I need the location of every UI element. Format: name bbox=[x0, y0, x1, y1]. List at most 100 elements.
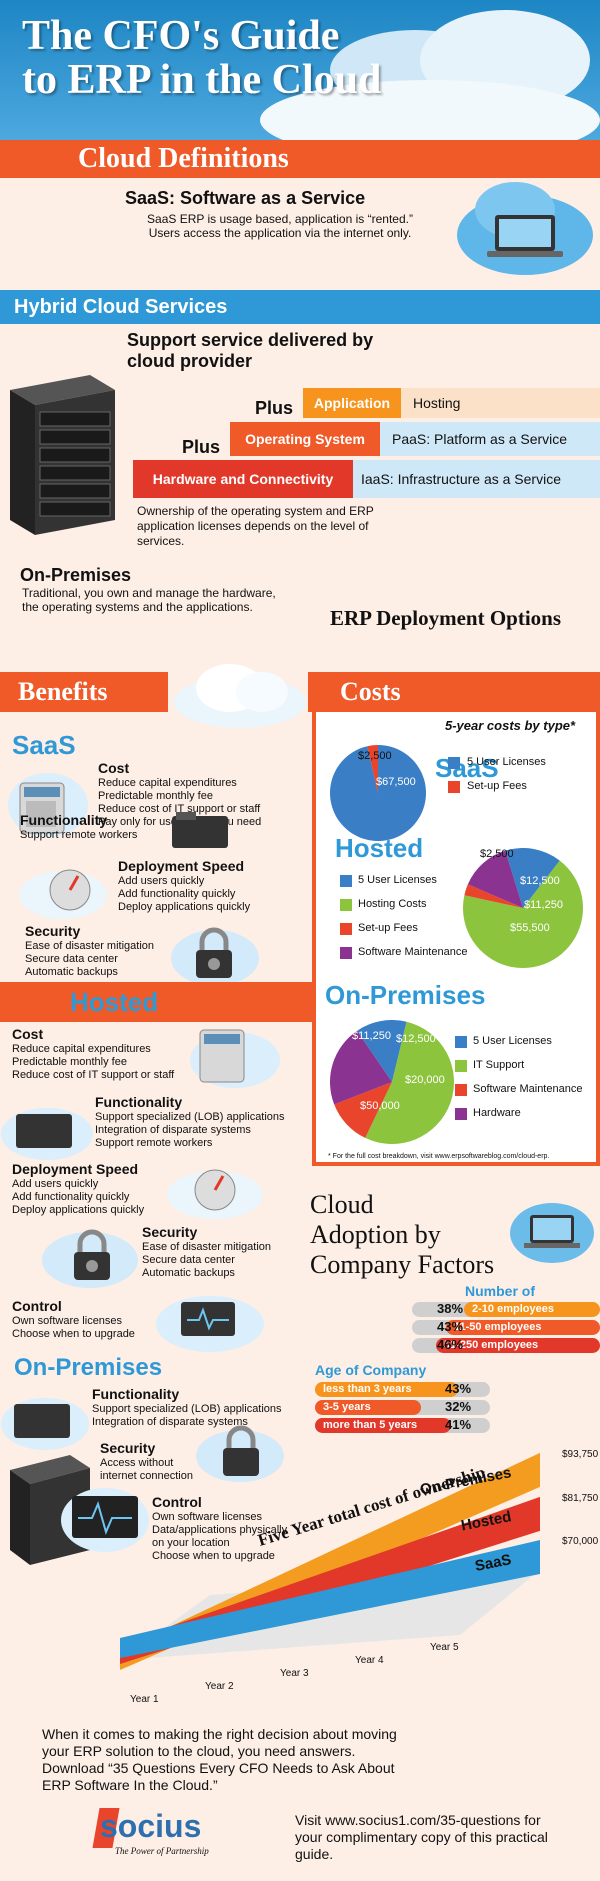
saas-security-items: Ease of disaster mitigation Secure data … bbox=[25, 940, 155, 978]
folder-icon bbox=[0, 1100, 95, 1160]
bar-percent: 46% bbox=[437, 1337, 464, 1352]
onprem-pie-label-licenses: $12,500 bbox=[396, 1033, 436, 1045]
tco-value-label: $70,000 bbox=[562, 1536, 599, 1547]
deployment-title: ERP Deployment Options bbox=[330, 606, 562, 630]
onprem-control-title: Control bbox=[152, 1494, 202, 1510]
saas-pie-label-licenses: $67,500 bbox=[376, 776, 416, 788]
bar-fill: 51-250 employees bbox=[436, 1338, 600, 1353]
costs-saas-title: SaaS bbox=[435, 753, 499, 783]
bar-fill: 2-10 employees bbox=[464, 1302, 600, 1317]
pie-slice-hosting-costs bbox=[463, 860, 583, 968]
socius-tagline: The Power of Partnership bbox=[115, 1846, 209, 1856]
saas-speed-items: Add users quickly Add functionality quic… bbox=[118, 875, 251, 913]
server-monitor-icon bbox=[0, 1440, 150, 1570]
tco-series-label: SaaS bbox=[473, 1551, 512, 1575]
hosted-legend-label: Software Maintenance bbox=[358, 946, 468, 958]
hosted-pie-label-setup: $2,500 bbox=[480, 848, 514, 860]
plus-label-1: Plus bbox=[255, 398, 294, 418]
saas-speed-title: Deployment Speed bbox=[118, 858, 245, 874]
onprem-func-title: Functionality bbox=[92, 1386, 180, 1402]
onprem-security-items: Access without internet connection bbox=[100, 1457, 193, 1482]
saas-pie-label-setup: $2,500 bbox=[358, 750, 392, 762]
tco-x-tick: Year 3 bbox=[280, 1668, 309, 1679]
onprem-legend-label: Hardware bbox=[473, 1107, 521, 1119]
cloud-definitions-band: Cloud Definitions bbox=[0, 140, 600, 178]
hosted-band bbox=[0, 982, 312, 1022]
footer-cta: When it comes to making the right decisi… bbox=[42, 1726, 397, 1793]
onprem-pie-chart bbox=[330, 1020, 455, 1144]
pie-slice-set-up-fees bbox=[464, 884, 523, 908]
page-title: The CFO's Guide to ERP in the Cloud bbox=[22, 13, 382, 103]
onprem-legend-label: Software Maintenance bbox=[473, 1083, 583, 1095]
pie-slice-software-maintenance bbox=[334, 1082, 392, 1138]
tco-value-label: $81,750 bbox=[562, 1493, 599, 1504]
padlock-icon bbox=[40, 1220, 140, 1290]
benefits-onprem-title: On-Premises bbox=[14, 1354, 163, 1381]
adoption-title-2: Adoption by bbox=[310, 1220, 441, 1249]
saas-func-title: Functionality bbox=[20, 812, 108, 828]
on-premises-title: On-Premises bbox=[20, 565, 132, 585]
bar-fill: 3-5 years bbox=[315, 1400, 421, 1415]
bar-fill: less than 3 years bbox=[315, 1382, 458, 1397]
hosted-control-items: Own software licenses Choose when to upg… bbox=[12, 1315, 135, 1340]
saas-definition-text: SaaS ERP is usage based, application is … bbox=[147, 212, 413, 240]
cloud-laptop-icon bbox=[455, 180, 595, 280]
onprem-legend-swatch bbox=[455, 1036, 467, 1048]
bar-percent: 43% bbox=[437, 1319, 464, 1334]
bar-percent: 32% bbox=[445, 1399, 472, 1414]
ownership-text: Ownership of the operating system and ER… bbox=[137, 504, 374, 548]
onprem-pie-label-maintenance: $11,250 bbox=[352, 1030, 391, 1042]
hosted-security-items: Ease of disaster mitigation Secure data … bbox=[142, 1241, 272, 1279]
age-title: Age of Company bbox=[315, 1362, 427, 1378]
hosted-speed-items: Add users quickly Add functionality quic… bbox=[12, 1178, 145, 1216]
benefits-saas-title: SaaS bbox=[12, 730, 76, 760]
hosted-legend-label: Set-up Fees bbox=[358, 922, 418, 934]
onprem-legend-swatch bbox=[455, 1060, 467, 1072]
speedometer-icon bbox=[165, 1160, 265, 1220]
bar-fill: 11-50 employees bbox=[446, 1320, 600, 1335]
saas-legend-swatch-licenses bbox=[448, 757, 460, 769]
saas-cost-title: Cost bbox=[98, 760, 130, 776]
bar-percent: 43% bbox=[445, 1381, 472, 1396]
monitor-icon bbox=[155, 1288, 265, 1353]
pie-slice-it-support bbox=[365, 1021, 455, 1144]
speedometer-icon bbox=[18, 860, 108, 920]
costs-onprem-title: On-Premises bbox=[325, 980, 486, 1010]
adoption-title-1: Cloud bbox=[310, 1190, 374, 1219]
server-rack-icon bbox=[0, 370, 120, 540]
pie-slice-5-user-licenses bbox=[505, 848, 560, 908]
onprem-security-title: Security bbox=[100, 1440, 156, 1456]
hosted-pie-label-hosting: $55,500 bbox=[510, 922, 550, 934]
costs-footnote[interactable]: * For the full cost breakdown, visit www… bbox=[328, 1153, 550, 1160]
hosting-block: Hosting bbox=[401, 388, 600, 418]
hardware-block: Hardware and Connectivity bbox=[133, 460, 353, 498]
hosted-cost-title: Cost bbox=[12, 1026, 44, 1042]
hosted-legend-swatch bbox=[340, 923, 352, 935]
benefits-hosted-title: Hosted bbox=[70, 987, 159, 1017]
tco-x-tick: Year 1 bbox=[130, 1694, 159, 1705]
cloud-icon bbox=[170, 660, 310, 730]
folder-icon bbox=[170, 810, 230, 850]
tco-x-tick: Year 5 bbox=[430, 1642, 459, 1653]
saas-definition-title: SaaS: Software as a Service bbox=[125, 188, 366, 208]
hybrid-band: Hybrid Cloud Services bbox=[0, 290, 600, 324]
saas-cost-items: Reduce capital expenditures Predictable … bbox=[98, 777, 262, 828]
hosted-legend-swatch bbox=[340, 947, 352, 959]
benefits-band: Benefits bbox=[0, 672, 168, 712]
footer-visit[interactable]: Visit www.socius1.com/35-questions for y… bbox=[295, 1812, 548, 1862]
support-text: Support service delivered by cloud provi… bbox=[127, 330, 374, 371]
paas-block: PaaS: Platform as a Service bbox=[380, 422, 600, 456]
pie-slice-hardware bbox=[330, 1030, 392, 1105]
socius-logo[interactable]: socius bbox=[100, 1808, 202, 1844]
hosted-legend-label: Hosting Costs bbox=[358, 898, 427, 910]
tco-chart: On-Premises$93,750Hosted$81,750SaaS$70,0… bbox=[120, 1449, 599, 1705]
tco-x-tick: Year 4 bbox=[355, 1655, 384, 1666]
onprem-legend-label: 5 User Licenses bbox=[473, 1035, 552, 1047]
padlock-icon bbox=[170, 918, 260, 988]
hosted-speed-title: Deployment Speed bbox=[12, 1161, 139, 1177]
hosted-pie-label-licenses: $12,500 bbox=[520, 875, 560, 887]
onprem-legend-swatch bbox=[455, 1108, 467, 1120]
saas-pie-chart bbox=[330, 745, 426, 841]
five-year-label: 5-year costs by type* bbox=[445, 718, 576, 733]
saas-func-items: Support remote workers bbox=[20, 829, 138, 841]
